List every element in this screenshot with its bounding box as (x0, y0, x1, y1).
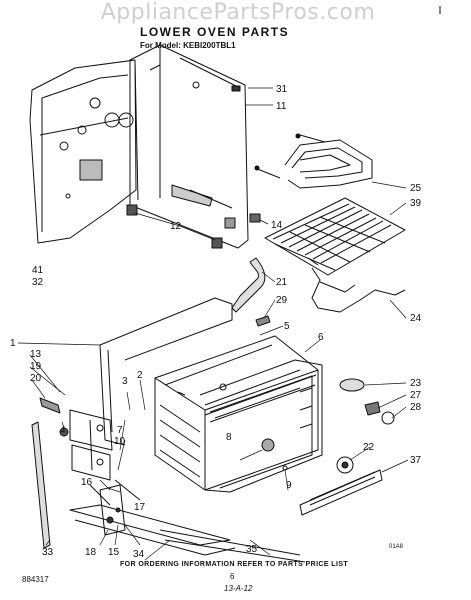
leveling-legs (126, 204, 223, 249)
bottom-panel (69, 479, 236, 556)
watermark: AppliancePartsPros.com (100, 0, 376, 25)
callout-2: 2 (137, 370, 143, 381)
document-code: 884317 (22, 575, 49, 584)
kick-plate (299, 469, 383, 516)
broil-element (254, 133, 373, 189)
callout-17: 17 (134, 502, 146, 513)
drawer-trim (159, 529, 306, 563)
callout-11: 11 (276, 101, 287, 112)
callout-1: 1 (10, 338, 16, 349)
figure-code: 01A8 (389, 544, 404, 550)
model-number: For Model: KEBI200TBL1 (140, 41, 236, 50)
oven-rack (264, 197, 406, 276)
callout-13: 13 (30, 349, 42, 360)
callout-3: 3 (122, 376, 128, 387)
callout-4: 4 (60, 425, 66, 436)
part-20 (39, 397, 61, 414)
handwritten-date: 13-A-12 (224, 584, 253, 593)
callout-34: 37 (410, 455, 422, 466)
callout-31: 32 (32, 277, 44, 288)
callout-35: 34 (133, 549, 145, 560)
callout-8: 8 (226, 432, 232, 443)
oven-back-wall (129, 44, 249, 249)
callout-33: 33 (42, 547, 54, 558)
side-trim-33 (31, 421, 51, 549)
light-cover (339, 378, 365, 392)
part-14 (249, 213, 261, 223)
callout-23: 23 (410, 378, 422, 389)
vent-tube (231, 257, 266, 313)
callout-6: 6 (318, 332, 324, 343)
callout-5: 5 (284, 321, 290, 332)
callout-16: 16 (81, 477, 93, 488)
rack-supports (159, 374, 317, 478)
callout-27: 27 (410, 390, 422, 401)
callout-20: 20 (30, 373, 42, 384)
side-panel (99, 297, 233, 446)
part-22 (336, 456, 354, 474)
oven-liner (154, 335, 319, 491)
page-number: 6 (230, 572, 235, 581)
callout-22: 22 (363, 442, 375, 453)
callout-9: 9 (286, 480, 292, 491)
callout-41: 41 (32, 265, 44, 276)
callout-12: 12 (170, 221, 182, 232)
callout-39: 39 (410, 198, 422, 209)
callout-7: 7 (117, 425, 123, 436)
callout-28: 28 (410, 402, 422, 413)
callout-19: 19 (30, 361, 42, 372)
light-socket (364, 401, 395, 425)
callout-37: 35 (246, 544, 258, 555)
lower-bracket (99, 484, 126, 536)
front-frame (199, 359, 323, 493)
callout-15: 15 (108, 547, 120, 558)
hinge-assembly (69, 409, 113, 481)
callout-10: 10 (114, 436, 126, 447)
diagram-title: LOWER OVEN PARTS (140, 25, 290, 39)
ordering-note: FOR ORDERING INFORMATION REFER TO PARTS … (120, 561, 349, 568)
rear-insulation-panel (29, 59, 137, 244)
callout-24: 24 (410, 313, 422, 324)
callout-14: 14 (271, 220, 283, 231)
bake-element (307, 257, 406, 313)
callout-21: 21 (276, 277, 288, 288)
callout-25: 25 (410, 183, 422, 194)
callout-18: 18 (85, 547, 97, 558)
callout-32: 31 (276, 84, 288, 95)
callout-29: 29 (276, 295, 288, 306)
part-29 (255, 315, 271, 327)
